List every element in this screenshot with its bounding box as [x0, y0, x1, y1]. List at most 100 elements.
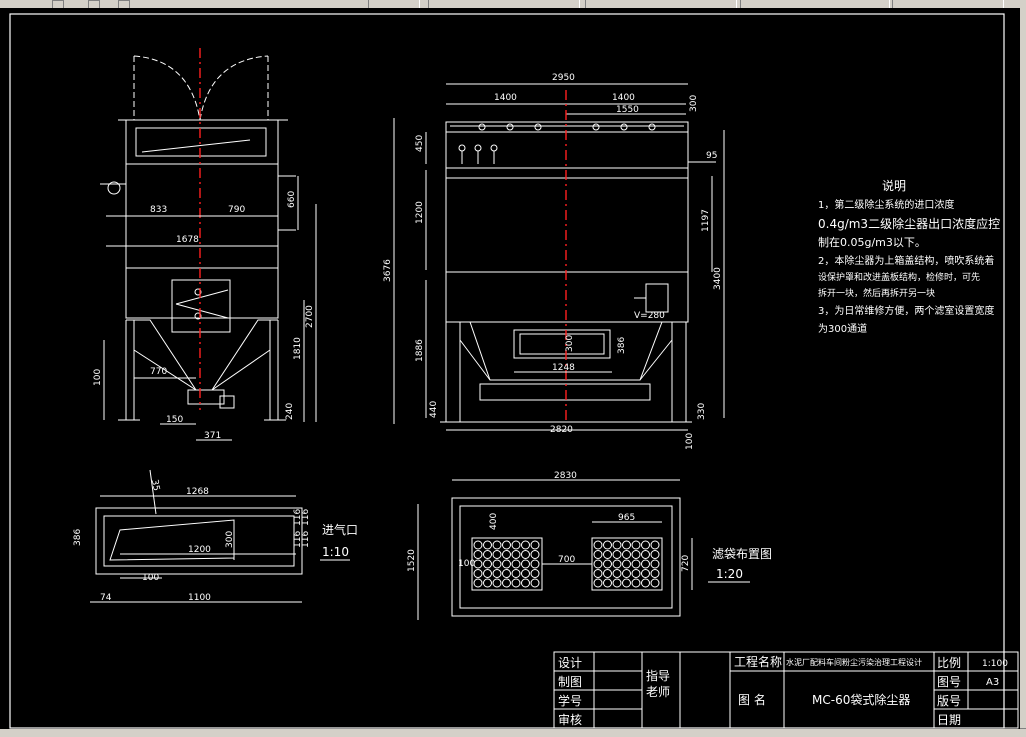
dim-450: 450 — [415, 135, 425, 152]
filter-bag-circle — [593, 559, 603, 569]
dim-100-front: 100 — [685, 433, 695, 450]
filter-bag-circle — [473, 550, 483, 559]
dim-300-top: 300 — [689, 95, 699, 112]
inlet-title: 进气口 — [322, 522, 358, 537]
filter-bag-circle — [473, 559, 483, 569]
filter-bag-circle — [530, 550, 540, 559]
bag-title: 滤袋布置图 — [712, 547, 772, 561]
dim-833: 833 — [150, 205, 167, 215]
plotstyle-dropdown[interactable] — [892, 0, 1004, 8]
filter-bag-circle — [511, 559, 521, 569]
note-line-2: 0.4g/m3二级除尘器出口浓度应控 — [818, 216, 1000, 231]
status-bar — [0, 728, 1026, 737]
note-line-1: 1，第二级除尘系统的进口浓度 — [818, 198, 954, 211]
filter-bag-circle — [650, 559, 660, 569]
drawing-canvas[interactable]: 833 790 1678 660 2700 1810 100 770 150 3… — [0, 8, 1020, 729]
tb-date-label: 日期 — [937, 713, 961, 727]
filter-bag-circle — [521, 550, 530, 559]
filter-bag-circle — [511, 569, 521, 578]
filter-bag-circle — [473, 540, 483, 550]
toolbar-dropdown[interactable] — [368, 0, 420, 8]
dim-116b: 116 — [301, 531, 311, 548]
filter-bag-circle — [502, 550, 511, 559]
filter-bag-circle — [483, 569, 492, 578]
dim-1400a: 1400 — [494, 93, 517, 103]
filter-bag-circle — [641, 559, 650, 569]
filter-bag-circle — [511, 540, 521, 550]
filter-bag-circle — [612, 569, 622, 578]
dim-790: 790 — [228, 205, 245, 215]
dim-1200-inlet: 1200 — [188, 545, 211, 555]
filter-bag-circle — [631, 578, 641, 588]
dim-1520: 1520 — [407, 549, 417, 572]
filter-bag-circle — [593, 578, 603, 588]
dim-386-inlet: 386 — [73, 529, 83, 546]
note-line-6: 拆开一块，然后再拆开另一块 — [818, 287, 935, 299]
drawing-border — [9, 13, 1005, 729]
filter-bag-circle — [593, 550, 603, 559]
filter-bag-circle — [530, 578, 540, 588]
dim-720: 720 — [681, 555, 691, 572]
filter-bag-circle — [593, 569, 603, 578]
filter-bag-circle — [530, 569, 540, 578]
filter-bag-circle — [650, 578, 660, 588]
inlet-view: 1268 35 386 1200 300 116 116 116 116 100… — [73, 469, 358, 603]
scrollbar[interactable] — [1020, 8, 1026, 737]
tb-version-label: 版号 — [937, 694, 961, 708]
title-block: 设计 制图 学号 审核 指导 老师 工程名称 水泥厂配料车间粉尘污染治理工程设计… — [553, 651, 1019, 729]
filter-bag-circle — [521, 540, 530, 550]
dim-330: 330 — [697, 403, 707, 420]
filter-bag-circle — [612, 540, 622, 550]
filter-bag-circle — [622, 540, 631, 550]
filter-bag-circle — [492, 559, 502, 569]
dim-1197: 1197 — [701, 209, 711, 232]
lineweight-dropdown[interactable] — [740, 0, 890, 8]
dim-1100: 1100 — [188, 593, 211, 603]
filter-bag-circle — [603, 578, 612, 588]
dim-116c: 116 — [293, 509, 303, 526]
filter-bag-circle — [492, 578, 502, 588]
dim-3400: 3400 — [713, 267, 723, 290]
dim-660: 660 — [287, 191, 297, 208]
dim-300-inlet: 300 — [225, 531, 235, 548]
filter-bag-circle — [511, 578, 521, 588]
dim-770: 770 — [150, 367, 167, 377]
tb-figure-name: MC-60袋式除尘器 — [812, 692, 910, 707]
filter-bag-circle — [473, 578, 483, 588]
filter-bag-circle — [622, 550, 631, 559]
filter-bag-circle — [492, 540, 502, 550]
dim-700: 700 — [558, 555, 575, 565]
filter-bag-circle — [622, 578, 631, 588]
notes-block: 说明 1，第二级除尘系统的进口浓度 0.4g/m3二级除尘器出口浓度应控 制在0… — [818, 178, 1000, 335]
bag-scale: 1:20 — [716, 567, 743, 581]
dim-100: 100 — [93, 369, 103, 386]
filter-bag-circle — [521, 559, 530, 569]
note-line-3: 制在0.05g/m3以下。 — [818, 236, 926, 249]
dim-74: 74 — [100, 593, 112, 603]
dim-116a: 116 — [301, 509, 311, 526]
dim-1200: 1200 — [415, 201, 425, 224]
dim-300-mid: 300 — [565, 335, 575, 352]
filter-bag-circle — [483, 550, 492, 559]
dim-2830: 2830 — [554, 471, 577, 481]
filter-bag-circle — [483, 540, 492, 550]
tb-figure-label: 图 名 — [738, 692, 766, 707]
tb-draw: 制图 — [558, 675, 582, 689]
layer-dropdown[interactable] — [428, 0, 580, 8]
filter-bag-circle — [622, 559, 631, 569]
filter-bag-circle — [631, 540, 641, 550]
notes-title: 说明 — [882, 178, 906, 193]
note-line-4: 2，本除尘器为上箱盖结构，喷吹系统着 — [818, 254, 994, 267]
linetype-dropdown[interactable] — [585, 0, 737, 8]
filter-bag-circle — [502, 578, 511, 588]
dim-1268: 1268 — [186, 487, 209, 497]
filter-bag-circle — [492, 550, 502, 559]
filter-bag-circle — [530, 540, 540, 550]
filter-bag-circle — [631, 550, 641, 559]
dim-1678: 1678 — [176, 235, 199, 245]
dim-1248: 1248 — [552, 363, 575, 373]
dim-1400b: 1400 — [612, 93, 635, 103]
filter-bag-circle — [650, 569, 660, 578]
dim-3676: 3676 — [383, 259, 393, 282]
filter-bag-circle — [612, 559, 622, 569]
